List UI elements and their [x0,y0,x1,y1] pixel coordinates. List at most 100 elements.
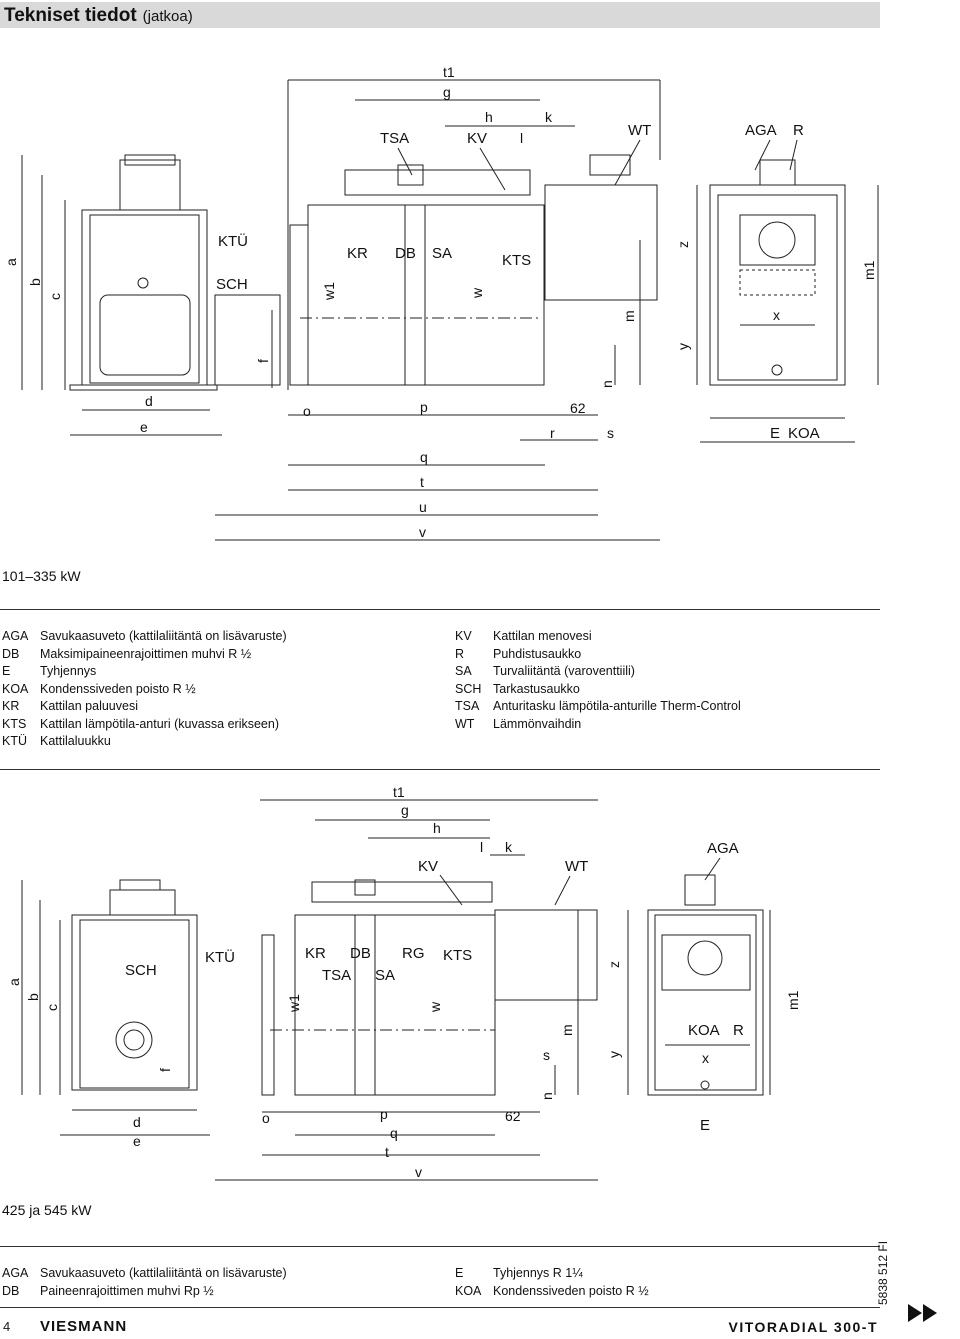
section2-rule-bottom [0,1307,880,1308]
dim-62: 62 [570,400,586,416]
dim-a: a [6,978,22,986]
dim-p: p [380,1106,388,1122]
dim-x: x [773,307,780,323]
dim-g: g [443,84,451,100]
dim-t: t [420,474,424,490]
drawing-101-335: t1 g h k l TSA KV WT AGA R a b c KTÜ SCH… [3,64,879,541]
dim-k: k [545,109,553,125]
dim-m1: m1 [861,260,877,280]
side-view [214,154,658,386]
callout-db: DB [350,945,371,962]
dim-b: b [25,993,41,1001]
dim-a: a [3,258,19,266]
section1-caption: 101–335 kW [2,568,81,584]
dim-p: p [420,399,428,415]
section2-rule-top [0,1246,880,1247]
dim-y: y [606,1051,622,1058]
section2-caption: 425 ja 545 kW [2,1202,92,1218]
callout-sch: SCH [216,276,248,293]
page-subtitle: (jatkoa) [142,8,193,25]
dim-z: z [675,241,691,248]
callout-tsa: TSA [380,130,409,147]
dim-q: q [390,1125,398,1141]
dim-z: z [606,961,622,968]
dim-h: h [433,820,441,836]
dim-t1: t1 [443,64,455,80]
callout-kts: KTS [502,252,531,269]
page-title: Tekniset tiedot(jatkoa) [4,5,193,26]
callout-ktu: KTÜ [218,232,248,250]
dim-m: m [559,1024,575,1036]
section1-rule-bottom [0,769,880,770]
dim-r: r [550,425,555,441]
dim-s: s [607,425,614,441]
callout-kr: KR [305,945,326,962]
product-name: VITORADIAL 300-T [728,1319,878,1335]
dim-x: x [702,1050,709,1066]
front-view [69,154,218,391]
dim-s: s [543,1047,550,1063]
dim-l: l [520,130,523,146]
rear-view [709,159,846,386]
dim-o: o [303,403,311,419]
callout-sa: SA [432,245,452,262]
left-dimensions: a b c [3,155,66,390]
callout-rg: RG [402,945,425,962]
dim-q: q [420,449,428,465]
dim-w: w [427,1001,443,1013]
dim-w1: w1 [321,282,337,301]
callout-r: R [733,1022,744,1039]
callout-aga: AGA [745,122,777,139]
dim-c: c [44,1004,60,1011]
dim-o: o [262,1110,270,1126]
dim-f: f [255,359,271,363]
callout-aga: AGA [707,840,739,857]
dim-f: f [157,1068,173,1072]
callout-wt: WT [565,858,588,875]
callout-r: R [793,122,804,139]
top-dimensions: t1 g h k l [287,64,661,390]
page-number: 4 [3,1319,11,1334]
dim-d: d [145,393,153,409]
dim-d: d [133,1114,141,1130]
next-page-arrows-icon[interactable] [908,1302,952,1324]
dim-y: y [675,343,691,350]
dim-h: h [485,109,493,125]
callout-ktu: KTÜ [205,948,235,966]
dim-e: e [133,1133,141,1149]
callout-kv: KV [467,130,487,147]
callout-wt: WT [628,122,651,139]
drawing-425-545: t1 g h k l KV WT AGA a b c SCH KTÜ f KR … [6,784,801,1181]
dim-n: n [599,380,615,388]
side-view-2 [261,879,598,1096]
dim-u: u [419,499,427,515]
dim-g: g [401,802,409,818]
callout-sch: SCH [125,962,157,979]
callout-koa: KOA [688,1022,720,1039]
dim-b: b [27,278,43,286]
viessmann-logo: VIESMANN [40,1318,128,1335]
dim-l: l [480,839,483,855]
callout-kr: KR [347,245,368,262]
bottom-dimensions [70,409,855,541]
dim-v: v [419,524,426,540]
document-number: 5838 512 FI [876,1240,890,1305]
callout-e: E [770,425,780,442]
